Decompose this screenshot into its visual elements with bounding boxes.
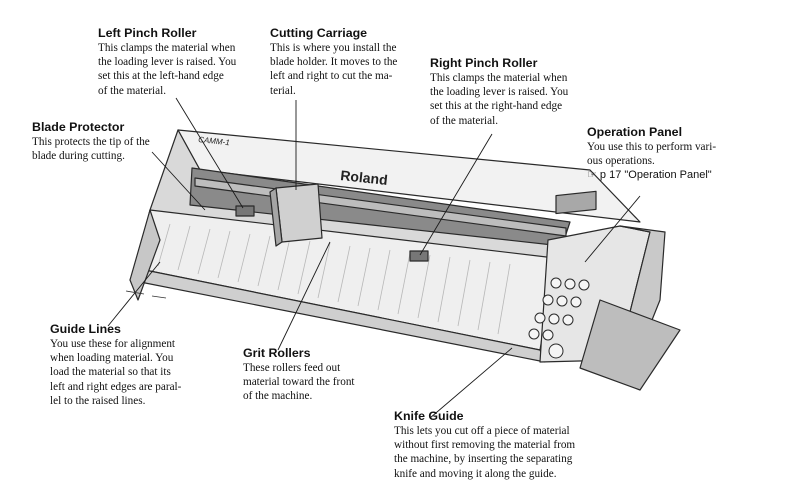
- leader-operation-panel: [584, 195, 641, 263]
- callout-title: Knife Guide: [394, 409, 464, 423]
- callout-description: This is where you install the blade hold…: [270, 42, 398, 97]
- callout-blade-protector: Blade Protector This protects the tip of…: [32, 120, 182, 163]
- callout-grit-rollers: Grit Rollers These rollers feed out mate…: [243, 346, 393, 404]
- leader-knife-guide: [429, 347, 513, 419]
- leader-grit-rollers: [277, 241, 331, 351]
- callout-title: Right Pinch Roller: [430, 56, 538, 70]
- callout-description: You use these for alignment when loading…: [50, 338, 182, 407]
- leader-right-pinch-roller: [419, 133, 493, 256]
- leader-left-pinch-roller: [175, 97, 244, 209]
- callout-description: This lets you cut off a piece of materia…: [394, 425, 576, 480]
- leader-lines: [107, 97, 641, 419]
- operation-panel-buttons: [528, 277, 590, 359]
- callout-cutting-carriage: Cutting Carriage This is where you insta…: [270, 26, 420, 98]
- callout-description: You use this to perform vari- ous operat…: [587, 141, 717, 168]
- callout-title: Cutting Carriage: [270, 26, 368, 40]
- callout-description: This protects the tip of the blade durin…: [32, 136, 150, 163]
- callout-title: Blade Protector: [32, 120, 125, 134]
- callout-description: This clamps the material when the loadin…: [430, 72, 569, 127]
- leader-guide-lines: [107, 261, 161, 327]
- platen-ribs: [157, 223, 511, 335]
- callout-title: Grit Rollers: [243, 346, 311, 360]
- callout-knife-guide: Knife Guide This lets you cut off a piec…: [394, 409, 644, 481]
- guide-line-dashes: [125, 290, 167, 299]
- callout-title: Operation Panel: [587, 125, 683, 139]
- callout-reference: ☞ p 17 "Operation Panel": [587, 169, 712, 182]
- callout-description: These rollers feed out material toward t…: [243, 362, 355, 403]
- machine-body: [129, 129, 681, 391]
- leader-blade-protector: [151, 151, 206, 211]
- model-logo: CAMM-1: [198, 135, 230, 147]
- callout-title: Guide Lines: [50, 322, 121, 336]
- callout-title: Left Pinch Roller: [98, 26, 197, 40]
- callout-operation-panel: Operation Panel You use this to perform …: [587, 125, 757, 183]
- callout-guide-lines: Guide Lines You use these for alignment …: [50, 322, 225, 408]
- brand-logo: Roland: [340, 167, 389, 188]
- callout-right-pinch-roller: Right Pinch Roller This clamps the mater…: [430, 56, 610, 128]
- callout-description: This clamps the material when the loadin…: [98, 42, 237, 97]
- callout-left-pinch-roller: Left Pinch Roller This clamps the materi…: [98, 26, 268, 98]
